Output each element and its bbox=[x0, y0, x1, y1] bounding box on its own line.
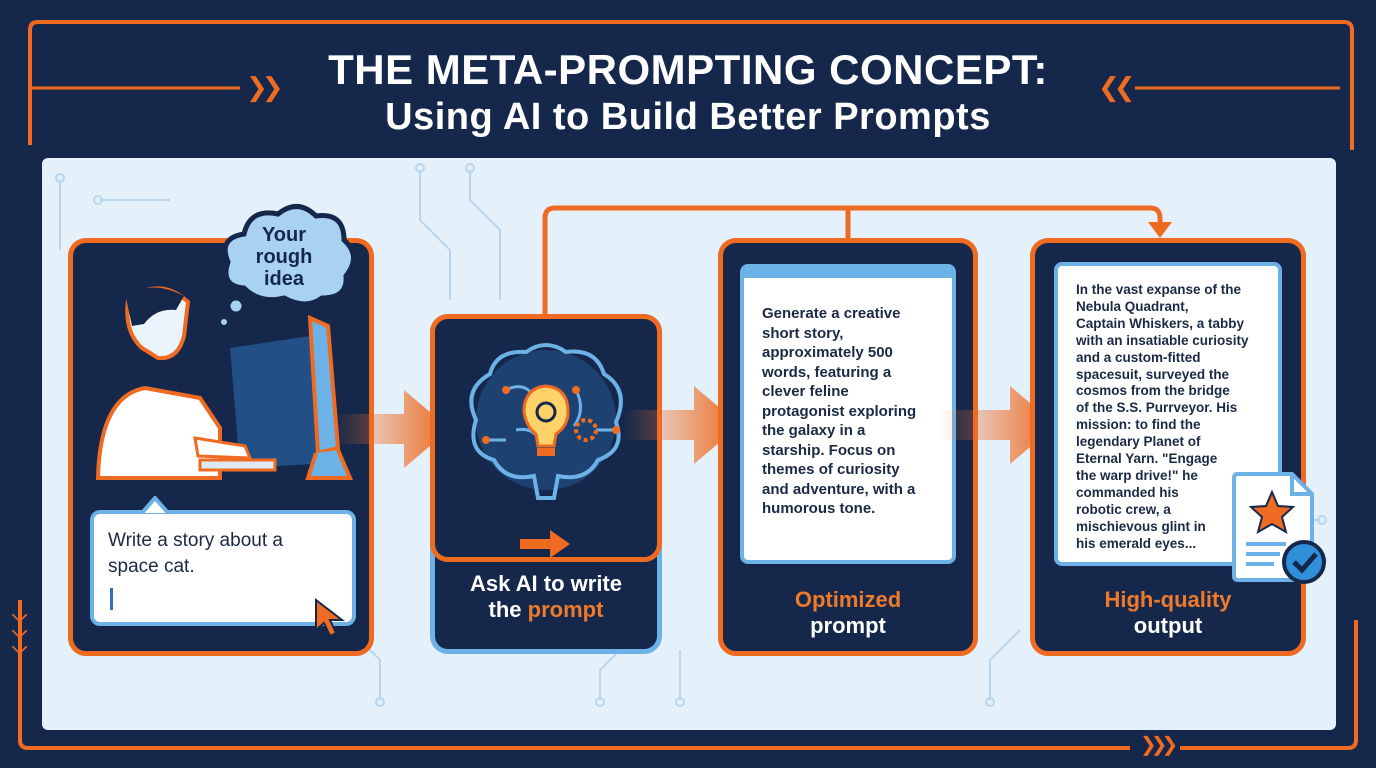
output-text-line: legendary Planet of bbox=[1076, 434, 1201, 450]
prompt-text-line: humorous tone. bbox=[762, 500, 876, 517]
output-text-line: cosmos from the bridge bbox=[1076, 383, 1230, 399]
prompt-text-line: protagonist exploring bbox=[762, 402, 917, 420]
output-text-line: Eternal Yarn. "Engage bbox=[1076, 451, 1218, 467]
input-text-line-2: space cat. bbox=[108, 556, 195, 577]
step-3-label-line-1: Optimized bbox=[794, 587, 902, 612]
flow-arrow-1 bbox=[334, 390, 450, 468]
output-text-line: commanded his bbox=[1076, 484, 1179, 500]
thought-text-line-1: Your bbox=[261, 224, 307, 246]
thinking-person-icon bbox=[95, 286, 354, 480]
ai-brain-lightbulb-icon bbox=[469, 343, 623, 500]
output-text-line: of the S.S. Purrveyor. His bbox=[1076, 400, 1238, 416]
bubble-pointer bbox=[140, 496, 170, 514]
page-title: THE META-PROMPTING CONCEPT: bbox=[328, 46, 1048, 93]
output-text-line: spacesuit, surveyed the bbox=[1076, 366, 1230, 382]
prompt-text-line: themes of curiosity bbox=[762, 461, 900, 478]
chevron-right-icon: ❯❯❯ bbox=[1140, 734, 1178, 756]
prompt-text-line: the galaxy in a bbox=[762, 422, 866, 439]
output-text-line: his emerald eyes... bbox=[1076, 535, 1197, 551]
flow-arrow-2 bbox=[624, 386, 740, 464]
prompt-highlight: prompt bbox=[527, 597, 604, 622]
step-2-label-line-1: Ask AI to write bbox=[470, 571, 622, 596]
step-3-label-line-2: prompt bbox=[810, 613, 886, 638]
document-star-check-icon bbox=[1232, 472, 1326, 584]
step-4-label-line-2: output bbox=[1133, 613, 1203, 638]
output-text-line: robotic crew, a bbox=[1076, 501, 1171, 517]
text-cursor bbox=[110, 588, 113, 610]
page-subtitle: Using AI to Build Better Prompts bbox=[385, 96, 991, 138]
output-text-line: and a custom-fitted bbox=[1076, 349, 1201, 365]
thought-text-line-2: rough bbox=[255, 246, 313, 268]
prompt-text-line: approximately 500 bbox=[762, 344, 893, 361]
prompt-text-line: short story, bbox=[762, 324, 844, 342]
thought-cloud-icon bbox=[219, 204, 356, 327]
output-text-line: Nebula Quadrant, bbox=[1076, 298, 1189, 314]
chevron-down-icon: ⌵⌵⌵ bbox=[12, 605, 28, 659]
flow-arrow-3 bbox=[940, 386, 1056, 464]
output-text-line: mission: to find the bbox=[1076, 417, 1201, 433]
chevron-right-icon: ❯❯ bbox=[246, 72, 283, 102]
output-text-line: Captain Whiskers, a tabby bbox=[1076, 315, 1245, 331]
thought-text-line-3: idea bbox=[263, 268, 305, 290]
prompt-text-line: Generate a creative bbox=[762, 305, 901, 322]
output-text-line: with an insatiable curiosity bbox=[1076, 332, 1249, 348]
output-text-line: the warp drive!" he bbox=[1076, 467, 1198, 483]
prompt-text-line: starship. Focus on bbox=[762, 441, 896, 459]
step-2-label-line-2: the prompt bbox=[488, 597, 604, 622]
step-4-label-line-1: High-quality bbox=[1104, 587, 1232, 612]
input-text-line-1: Write a story about a bbox=[108, 530, 283, 551]
output-text-line: In the vast expanse of the bbox=[1076, 282, 1242, 297]
prompt-text-line: and adventure, with a bbox=[762, 480, 916, 498]
optimized-prompt-document: Generate a creative short story, approxima… bbox=[740, 264, 956, 564]
rough-idea-input[interactable]: Write a story about a space cat. bbox=[90, 510, 356, 626]
chevron-left-icon: ❮❮ bbox=[1098, 72, 1135, 102]
output-text-line: mischievous glint in bbox=[1076, 518, 1206, 534]
prompt-text-line: clever feline bbox=[762, 383, 849, 400]
prompt-text-line: words, featuring a bbox=[762, 363, 892, 381]
arrow-right-icon bbox=[520, 530, 570, 558]
mouse-cursor-icon bbox=[315, 597, 345, 638]
